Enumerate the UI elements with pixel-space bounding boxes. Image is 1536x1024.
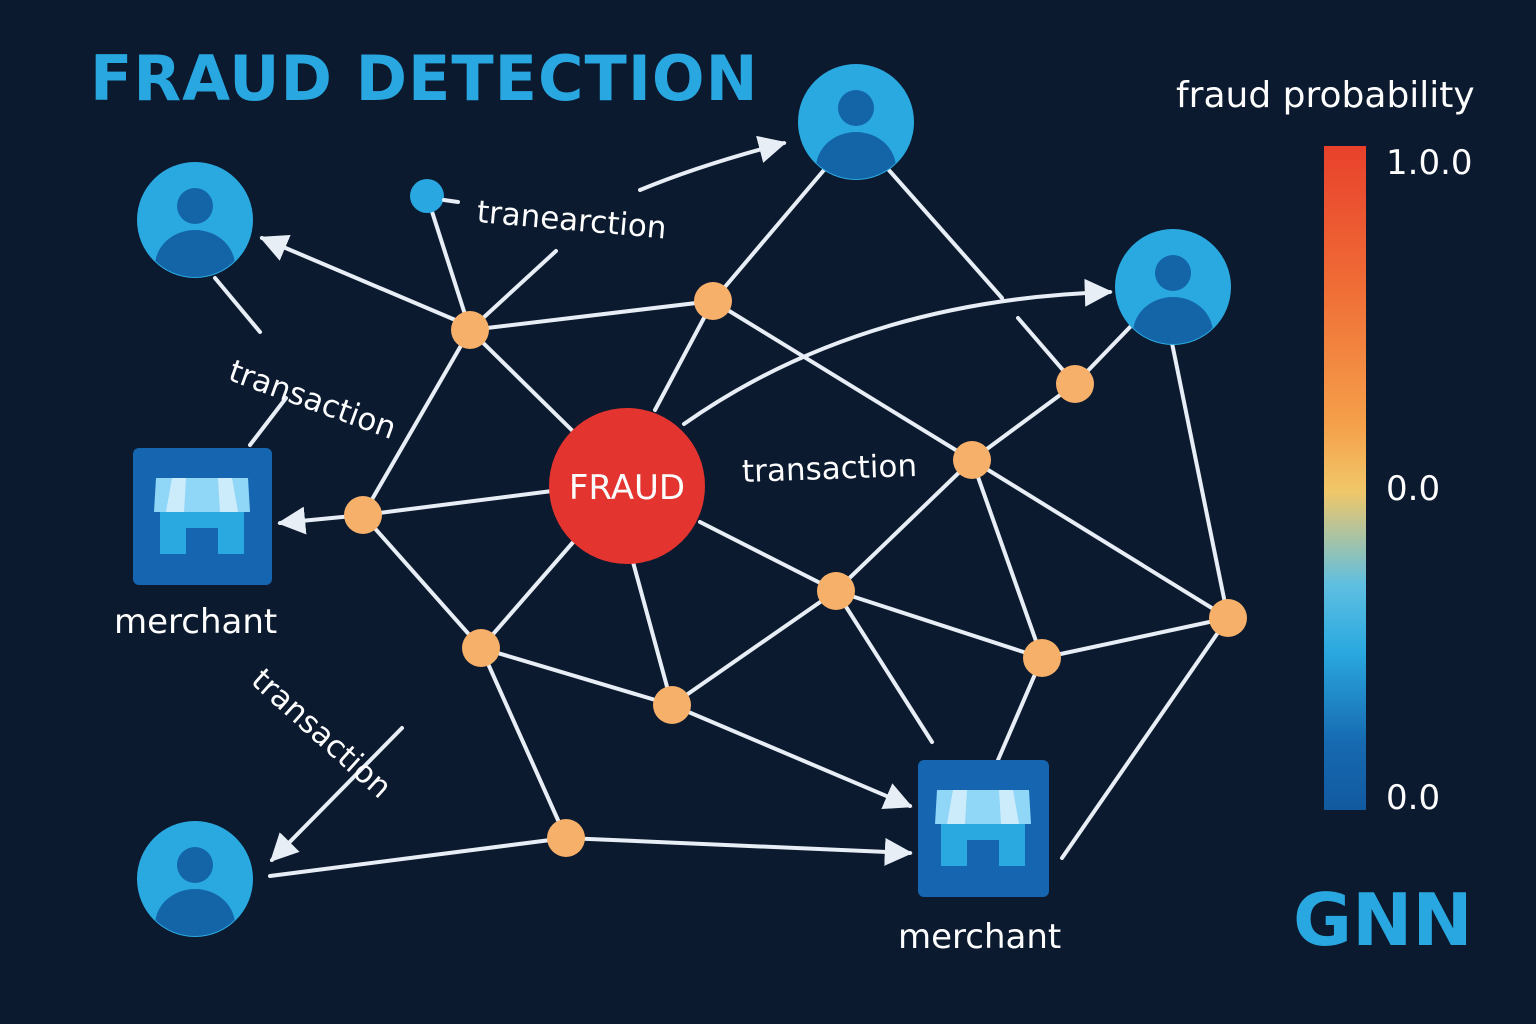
graph-edge-arrow <box>564 836 913 866</box>
graph-edge <box>653 299 715 412</box>
hub-node <box>462 629 500 667</box>
graph-edge <box>1040 616 1230 660</box>
user-icon <box>155 847 235 936</box>
user-node <box>798 64 914 180</box>
page-title: FRAUD DETECTION <box>90 42 759 115</box>
graph-edge-arrow <box>638 135 787 192</box>
graph-edge <box>442 198 460 204</box>
hub-node <box>953 441 991 479</box>
graph-edge-arrow <box>682 278 1113 426</box>
graph-edge <box>1060 616 1230 860</box>
graph-edge <box>670 589 838 707</box>
hub-node <box>817 572 855 610</box>
hub-node <box>1056 365 1094 403</box>
graph-edge <box>213 276 262 334</box>
merchant-label: merchant <box>898 917 1062 957</box>
graph-edge-arrow <box>270 726 404 862</box>
graph-edge <box>834 589 1044 660</box>
merchant-label: merchant <box>114 602 278 642</box>
graph-edge <box>834 589 934 744</box>
user-node <box>137 821 253 937</box>
hub-node <box>653 686 691 724</box>
fraud-node <box>549 408 705 564</box>
small-node <box>410 179 444 213</box>
user-icon <box>1133 255 1213 344</box>
hub-node <box>451 311 489 349</box>
hub-node <box>547 819 585 857</box>
graph-edge <box>468 249 558 332</box>
user-icon <box>816 90 896 179</box>
graph-edge <box>361 328 472 517</box>
store-icon <box>935 790 1031 866</box>
graph-edge <box>698 520 838 593</box>
fraud-probability-colorbar <box>1324 146 1366 810</box>
merchant-node <box>918 760 1049 897</box>
colorbar-tick-top: 1.0.0 <box>1386 143 1473 183</box>
colorbar-tick-middle: 0.0 <box>1386 469 1441 509</box>
edge-label: transaction <box>741 447 918 490</box>
colorbar-title: fraud probability <box>1176 75 1475 116</box>
graph-edge <box>479 538 577 650</box>
graph-edge <box>361 488 562 517</box>
gnn-badge: GNN <box>1293 878 1473 962</box>
graph-edge-arrow <box>670 703 913 810</box>
graph-edge <box>631 560 674 707</box>
hub-node <box>1023 639 1061 677</box>
merchant-node <box>133 448 272 585</box>
graph-edge <box>970 458 1230 620</box>
user-node <box>137 162 253 278</box>
graph-edge <box>479 646 674 707</box>
graph-edge <box>468 299 715 332</box>
graph-edge <box>878 158 1004 300</box>
store-icon <box>154 478 250 554</box>
graph-edge <box>834 458 974 593</box>
graph-edge <box>970 458 1044 660</box>
graph-edge <box>711 299 974 462</box>
graph-edge <box>361 513 483 650</box>
hub-node <box>694 282 732 320</box>
hub-node <box>1209 599 1247 637</box>
user-icon <box>155 188 235 277</box>
hub-node <box>344 496 382 534</box>
graph-edge <box>268 836 568 878</box>
graph-edge <box>970 382 1077 462</box>
fraud-node-label: FRAUD <box>569 468 685 508</box>
graph-edge-arrow <box>259 234 462 324</box>
graph-edge <box>711 168 826 303</box>
user-node <box>1115 229 1231 345</box>
graph-edge <box>1170 341 1230 620</box>
graph-edge <box>479 646 568 840</box>
graph-edge <box>248 396 288 447</box>
colorbar-tick-bottom: 0.0 <box>1386 778 1441 818</box>
graph-edge <box>468 328 592 450</box>
graph-edge <box>425 194 472 332</box>
